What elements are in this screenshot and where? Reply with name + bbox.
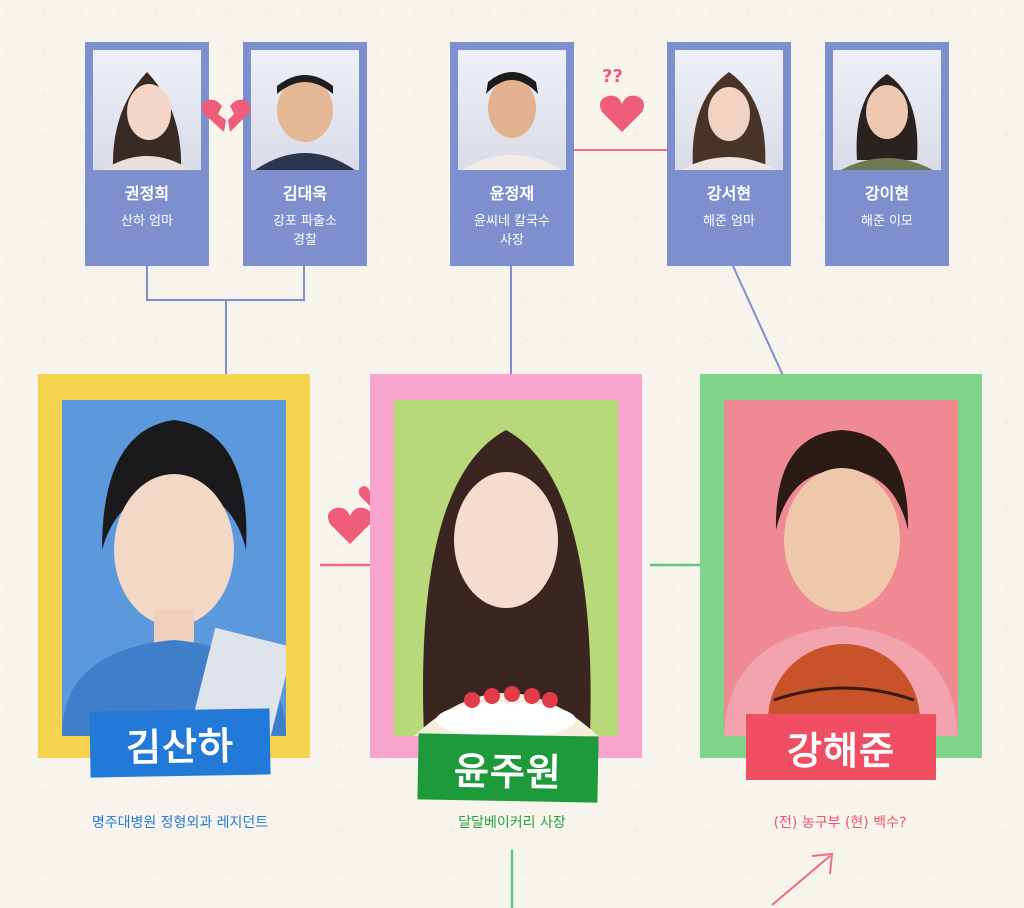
person-silhouette-icon — [462, 72, 562, 170]
parents-connector — [146, 266, 305, 301]
person-silhouette-icon — [103, 72, 191, 170]
card-kang-ihyeon[interactable]: 강이현 해준 이모 — [825, 42, 949, 266]
portrait-yoon-jeongjae — [458, 50, 566, 170]
card-name: 강서현 — [706, 184, 752, 203]
person-silhouette-icon — [62, 420, 286, 736]
portrait-kim-daeuk — [251, 50, 359, 170]
desc-kang-haejun: (전) 농구부 (현) 백수? — [773, 815, 907, 831]
broken-heart-icon — [201, 99, 251, 132]
nameplate-kang-haejun: 강해준 — [746, 714, 936, 780]
portrait-yoon-juwon — [394, 400, 618, 736]
card-role: 해준 이모 — [861, 214, 913, 229]
nameplate-yoon-juwon: 윤주원 — [417, 733, 599, 803]
frame-kim-sanha[interactable] — [38, 374, 310, 758]
card-role: 윤씨네 칼국수 사장 — [474, 214, 550, 248]
arrow-head-icon — [811, 852, 834, 875]
person-silhouette-icon — [414, 430, 598, 736]
portrait-kang-seohyeon — [675, 50, 783, 170]
frame-yoon-juwon[interactable] — [370, 374, 642, 758]
portrait-kang-haejun — [724, 400, 958, 736]
portrait-kang-ihyeon — [833, 50, 941, 170]
card-role: 산하 엄마 — [121, 214, 173, 229]
card-role: 해준 엄마 — [703, 214, 755, 229]
frame-kang-haejun[interactable] — [700, 374, 982, 758]
desc-kim-sanha: 명주대병원 정형외과 레지던트 — [91, 815, 269, 831]
question-heart-icon: ?? — [600, 66, 644, 132]
card-name: 윤정재 — [489, 184, 535, 203]
question-marks: ?? — [602, 66, 623, 87]
portrait-kim-sanha — [62, 400, 286, 736]
card-yoon-jeongjae[interactable]: 윤정재 윤씨네 칼국수 사장 — [450, 42, 574, 266]
person-silhouette-icon — [841, 74, 933, 170]
person-silhouette-icon — [724, 430, 958, 736]
card-kwon-jeonghui[interactable]: 권정희 산하 엄마 — [85, 42, 209, 266]
portrait-kwon-jeonghui — [93, 50, 201, 170]
mother-to-haejun-line — [732, 265, 786, 381]
person-silhouette-icon — [255, 75, 355, 170]
desc-yoon-juwon: 달달베이커리 사장 — [458, 815, 566, 831]
haejun-arrow-line — [771, 855, 831, 906]
person-silhouette-icon — [681, 72, 777, 170]
nameplate-kim-sanha: 김산하 — [89, 708, 271, 778]
card-name: 김대욱 — [282, 184, 328, 203]
card-name: 강이현 — [864, 184, 910, 203]
card-kang-seohyeon[interactable]: 강서현 해준 엄마 — [667, 42, 791, 266]
card-role: 강포 파출소 경찰 — [273, 214, 337, 248]
card-name: 권정희 — [124, 184, 170, 203]
card-kim-daeuk[interactable]: 김대욱 강포 파출소 경찰 — [243, 42, 367, 266]
